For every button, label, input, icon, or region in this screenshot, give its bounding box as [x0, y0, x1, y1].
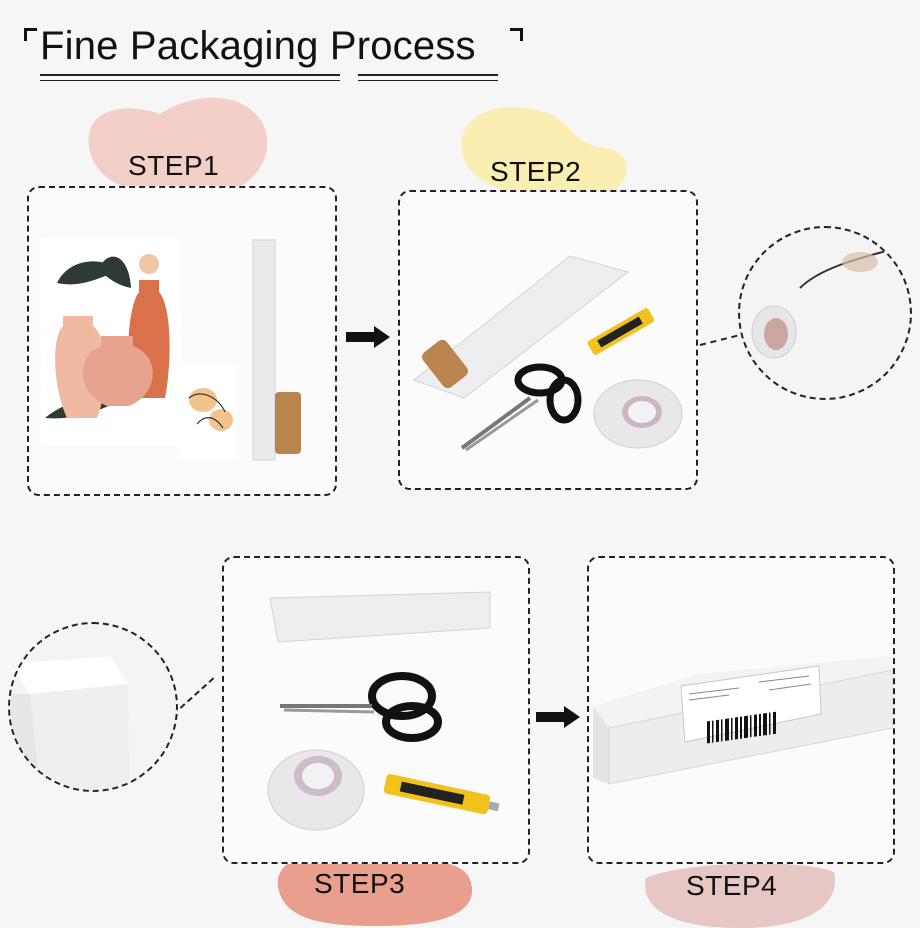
- step4-blob: [645, 863, 835, 928]
- title-underline-3: [358, 74, 498, 76]
- step2-label: STEP2: [490, 156, 582, 187]
- kraft-roll: [422, 339, 468, 389]
- arrow-right-icon: [346, 326, 390, 348]
- white-box: [593, 706, 609, 784]
- sun-circle: [139, 254, 159, 274]
- page-title: Fine Packaging Process: [40, 24, 476, 68]
- fruit-shape: [189, 388, 217, 412]
- utility-knife-icon: [383, 774, 500, 815]
- step2-illustration: [412, 255, 683, 452]
- kraft-roll: [275, 392, 301, 454]
- title-underline-4: [358, 80, 498, 81]
- step4-illustration: [593, 656, 893, 785]
- step1-blob: [88, 97, 268, 198]
- step1-label: STEP1: [128, 150, 220, 181]
- title-corner-right: [510, 28, 523, 41]
- fruit-shape: [209, 409, 233, 431]
- step4-label: STEP4: [686, 870, 778, 901]
- tape-roll-icon: [593, 379, 683, 449]
- title-corner-left: [24, 28, 37, 41]
- step4-frame: [587, 556, 895, 864]
- step2-frame: [398, 190, 698, 490]
- white-box: [269, 591, 491, 643]
- step3-blob: [277, 850, 473, 926]
- step1-illustration: [41, 238, 301, 461]
- scissors-icon: [280, 672, 442, 742]
- title-underline-2: [40, 80, 340, 81]
- leaf-shape: [99, 256, 131, 288]
- white-tube: [412, 255, 630, 399]
- step2-detail-circle: [738, 226, 912, 400]
- utility-knife-icon: [587, 308, 655, 355]
- scissors-icon: [460, 363, 582, 452]
- title-underline: [40, 74, 340, 76]
- step1-frame: [27, 186, 337, 496]
- step2-blob: [461, 107, 627, 198]
- step3-label: STEP3: [314, 868, 406, 899]
- barcode-icon: [707, 711, 776, 744]
- arrow-right-icon: [536, 706, 580, 728]
- vase-mid: [82, 336, 153, 406]
- white-tube: [252, 239, 276, 461]
- step3-detail-circle: [8, 622, 178, 792]
- step3-illustration: [267, 591, 500, 831]
- tape-roll-icon: [267, 749, 365, 831]
- step3-frame: [222, 556, 530, 864]
